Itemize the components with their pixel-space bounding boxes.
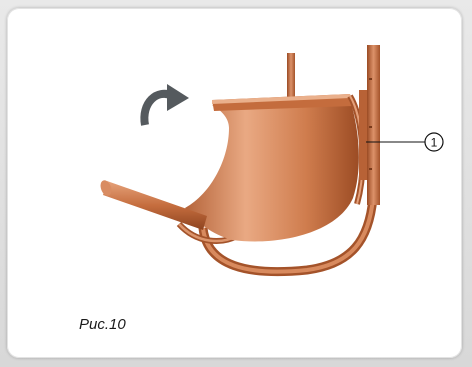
rotate-clockwise-arrow-icon — [144, 84, 189, 125]
front-bead-rod — [99, 179, 207, 230]
gutter-trough — [185, 94, 363, 241]
callout-1-label: 1 — [431, 136, 438, 150]
figure-panel: 1 Рис.10 — [7, 8, 462, 358]
gutter-illustration: 1 — [7, 8, 462, 358]
top-post — [287, 53, 295, 103]
figure-caption: Рис.10 — [79, 316, 126, 333]
